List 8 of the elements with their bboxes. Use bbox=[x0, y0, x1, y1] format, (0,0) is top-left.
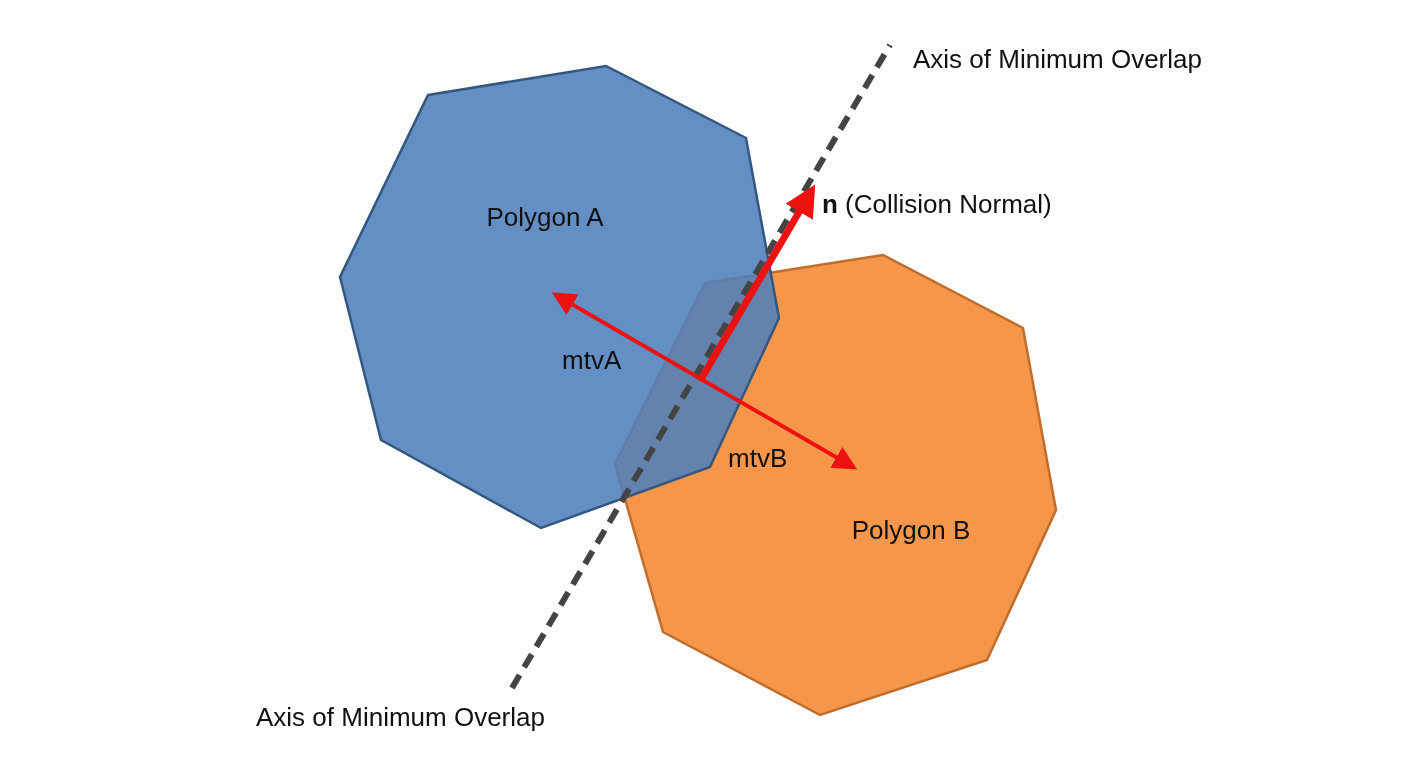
vector-label: mtvA bbox=[562, 345, 622, 376]
axis-label: Axis of Minimum Overlap bbox=[913, 44, 1202, 75]
shape-label: Polygon B bbox=[851, 514, 971, 546]
shape-label: Polygon A bbox=[486, 201, 604, 233]
double-headed-arrow bbox=[551, 292, 858, 470]
vector-label: mtvB bbox=[728, 443, 788, 474]
axis-label: Axis of Minimum Overlap bbox=[256, 702, 545, 733]
vector-label: n (Collision Normal) bbox=[822, 189, 1052, 220]
